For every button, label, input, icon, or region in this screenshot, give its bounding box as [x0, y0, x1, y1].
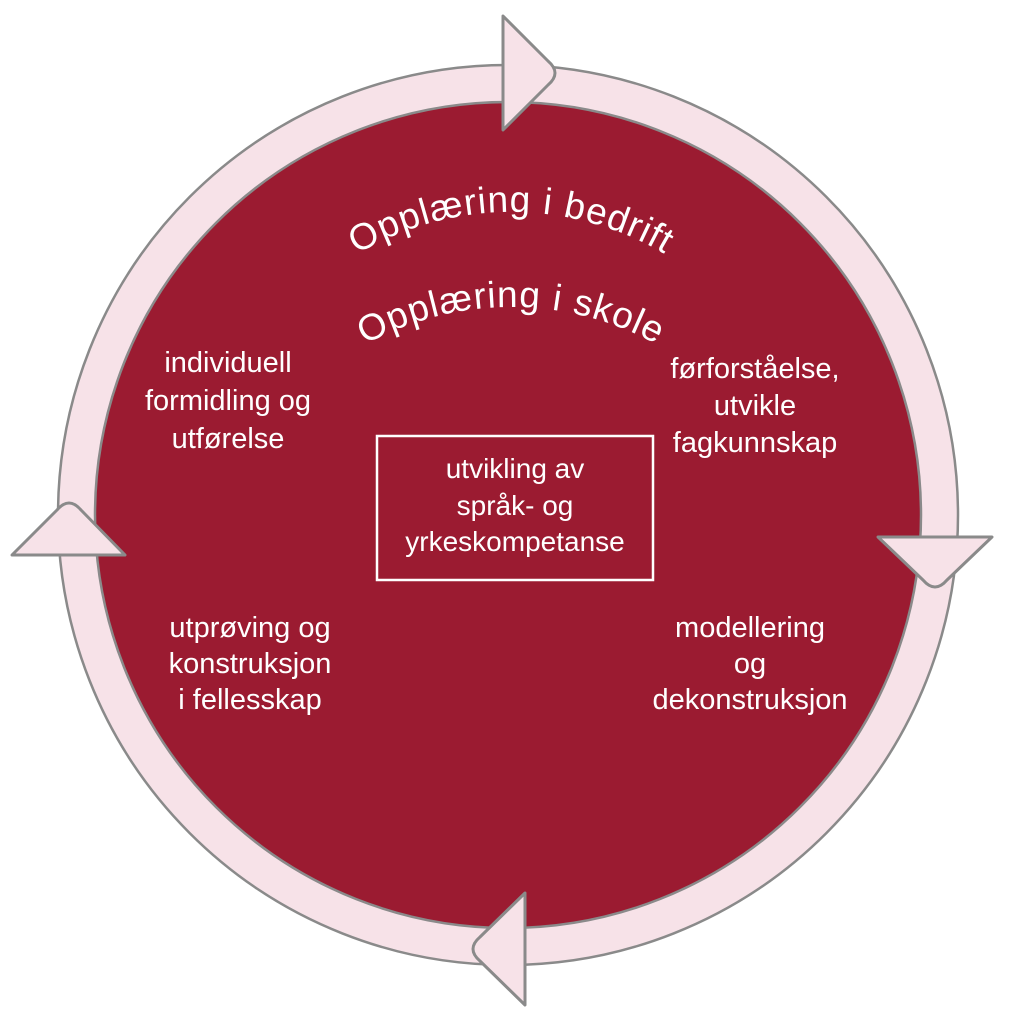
quadrant-bottom-left-line: utprøving og: [169, 612, 330, 644]
quadrant-bottom-left-line: konstruksjon: [169, 648, 332, 680]
quadrant-top-left-line: individuell: [164, 347, 291, 379]
quadrant-top-right-line: utvikle: [714, 390, 796, 422]
quadrant-top-right-line: førforståelse,: [670, 353, 839, 385]
quadrant-bottom-left: utprøving og konstruksjon i fellesskap: [169, 612, 332, 716]
center-box-line: utvikling av: [446, 453, 585, 484]
quadrant-top-left: individuell formidling og utførelse: [145, 347, 311, 455]
quadrant-bottom-left-line: i fellesskap: [178, 684, 321, 716]
arrow-right-down-icon: [876, 535, 994, 589]
center-box-line: yrkeskompetanse: [405, 526, 624, 557]
arrow-top-right-icon: [501, 14, 557, 132]
quadrant-bottom-right-line: dekonstruksjon: [652, 684, 847, 716]
center-box-border: [375, 434, 655, 582]
center-box-line: språk- og: [457, 490, 574, 521]
quadrant-bottom-right-line: modellering: [675, 612, 825, 644]
quadrant-bottom-right: modellering og dekonstruksjon: [652, 612, 847, 716]
quadrant-top-left-line: formidling og: [145, 385, 311, 417]
arrow-left-up-icon: [10, 501, 127, 557]
quadrant-top-right-line: fagkunnskap: [673, 427, 837, 459]
quadrant-bottom-right-line: og: [734, 648, 766, 680]
quadrant-top-right: førforståelse, utvikle fagkunnskap: [670, 353, 839, 459]
center-goal-box: utvikling av språk- og yrkeskompetanse: [375, 434, 655, 582]
quadrant-top-left-line: utførelse: [172, 423, 285, 455]
arrow-bottom-left-icon: [471, 891, 527, 1007]
